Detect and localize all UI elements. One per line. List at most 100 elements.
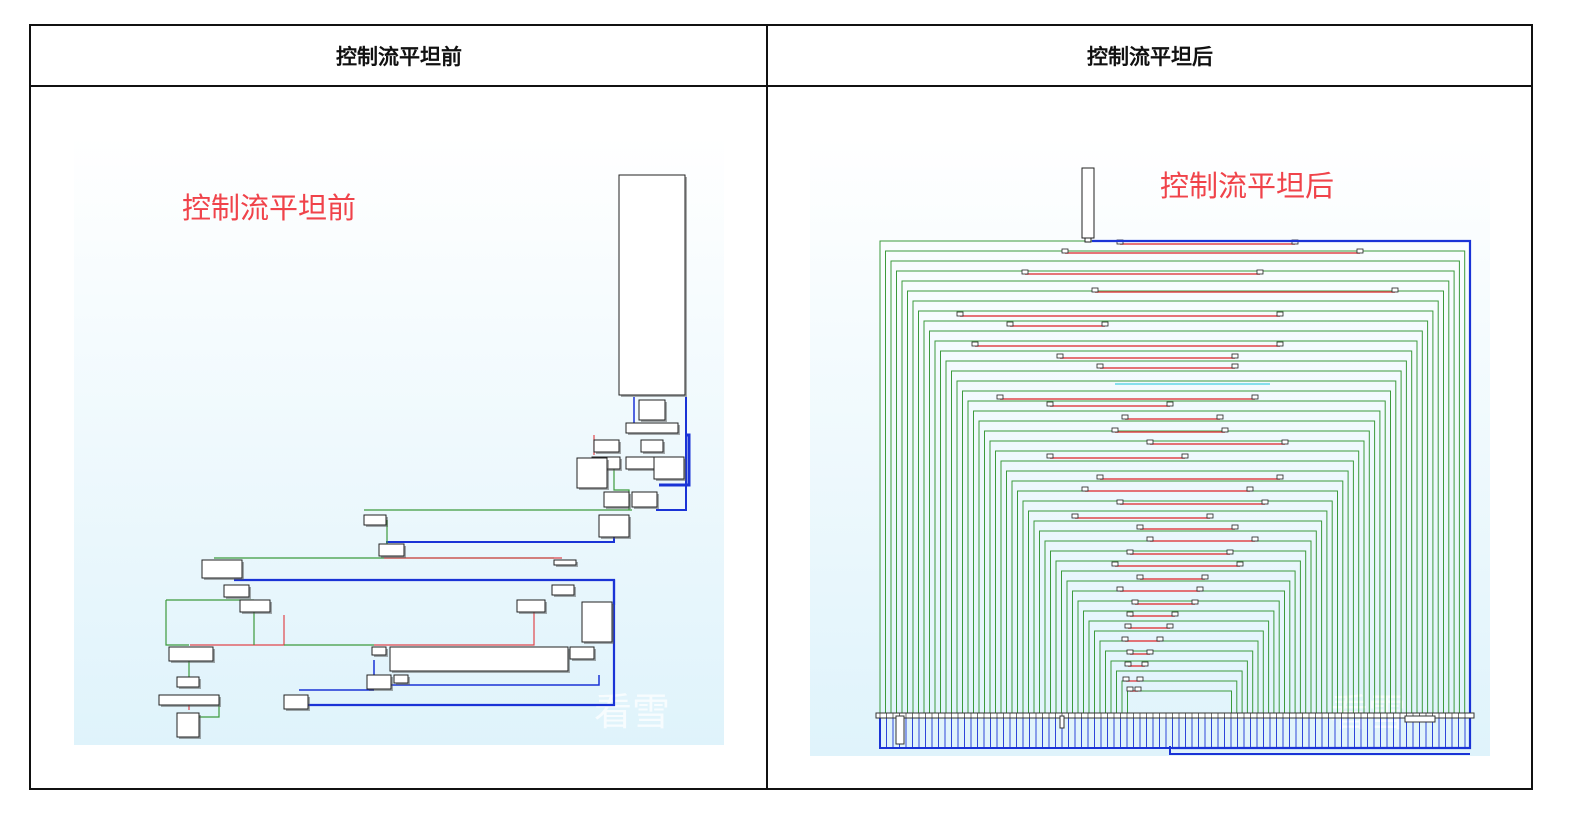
basic-block xyxy=(625,422,679,434)
basic-block xyxy=(1206,513,1214,519)
basic-block xyxy=(1281,439,1289,445)
basic-block xyxy=(1126,549,1134,555)
cfg-edge xyxy=(1050,550,1307,714)
cfg-edge xyxy=(967,400,1386,714)
basic-block xyxy=(1146,439,1154,445)
basic-block xyxy=(551,584,575,596)
basic-block xyxy=(1096,363,1104,369)
cfg-edge xyxy=(374,612,535,646)
after-graph xyxy=(875,167,1475,755)
basic-block xyxy=(1046,453,1054,459)
basic-block xyxy=(956,311,964,317)
basic-block xyxy=(625,456,655,470)
cfg-edge xyxy=(1116,670,1243,714)
cfg-after-image: 控制流平坦后 看雪 xyxy=(810,136,1490,756)
cfg-edge xyxy=(962,390,1391,714)
header-after: 控制流平坦后 xyxy=(767,26,1533,87)
basic-block xyxy=(223,584,250,598)
basic-block xyxy=(1136,574,1144,580)
cfg-edge xyxy=(890,260,1460,714)
cfg-edge xyxy=(1083,610,1275,714)
basic-block xyxy=(1111,427,1119,433)
basic-block xyxy=(1124,623,1132,629)
cfg-edge xyxy=(995,450,1360,714)
basic-block xyxy=(638,399,666,421)
basic-block xyxy=(176,676,200,688)
cfg-edge xyxy=(1099,640,1259,714)
cfg-before-image: 控制流平坦前 看雪 xyxy=(74,135,724,745)
basic-block xyxy=(1126,686,1134,692)
basic-block xyxy=(283,694,309,710)
cfg-edge xyxy=(1066,580,1291,714)
cfg-edge xyxy=(1000,460,1354,714)
basic-block xyxy=(1136,676,1144,682)
basic-block xyxy=(1251,394,1259,400)
basic-block xyxy=(1124,661,1132,667)
cfg-edge xyxy=(165,600,189,646)
basic-block xyxy=(158,694,220,706)
basic-block xyxy=(1156,636,1164,642)
basic-block xyxy=(1071,513,1079,519)
basic-block xyxy=(1046,401,1054,407)
basic-block xyxy=(1166,401,1174,407)
cfg-edge xyxy=(1077,600,1280,714)
cfg-edge xyxy=(1092,239,1472,750)
after-caption: 控制流平坦后 xyxy=(1160,169,1334,203)
entry-block xyxy=(1081,167,1095,239)
before-watermark: 看雪 xyxy=(594,690,670,734)
basic-block xyxy=(176,712,200,738)
basic-block xyxy=(1261,499,1269,505)
basic-block xyxy=(1391,287,1399,293)
basic-block xyxy=(618,174,686,396)
basic-block xyxy=(1146,536,1154,542)
cfg-edge xyxy=(978,420,1376,714)
basic-block xyxy=(576,457,608,489)
basic-block xyxy=(1226,549,1234,555)
basic-block xyxy=(1126,611,1134,617)
basic-block xyxy=(1116,586,1124,592)
cfg-edge xyxy=(1127,690,1232,714)
basic-block xyxy=(569,646,595,660)
dispatcher-row xyxy=(875,712,1475,719)
basic-block xyxy=(1236,561,1244,567)
cfg-edge xyxy=(1006,470,1349,714)
basic-block xyxy=(1246,486,1254,492)
cfg-edge xyxy=(885,250,1466,714)
cfg-edge xyxy=(389,675,600,686)
basic-block xyxy=(1276,341,1284,347)
cfg-edge xyxy=(1169,746,1470,755)
basic-block xyxy=(1091,287,1099,293)
cfg-edge xyxy=(1055,560,1301,714)
basic-block xyxy=(1231,363,1239,369)
cfg-edge xyxy=(984,430,1370,714)
basic-block xyxy=(201,559,243,579)
cfg-edge xyxy=(956,380,1397,714)
cfg-edge xyxy=(1011,480,1344,714)
basic-block xyxy=(1141,661,1149,667)
basic-block xyxy=(653,456,685,480)
basic-block xyxy=(1134,686,1142,692)
basic-block xyxy=(1201,574,1209,580)
basic-block xyxy=(581,601,613,643)
basic-block xyxy=(1146,649,1154,655)
cfg-edge xyxy=(1061,570,1296,714)
basic-block xyxy=(1006,321,1014,327)
basic-block xyxy=(1166,623,1174,629)
basic-block xyxy=(603,491,630,508)
column-divider xyxy=(766,26,768,788)
basic-block xyxy=(1056,353,1064,359)
cfg-edge xyxy=(1121,680,1238,714)
cfg-edge xyxy=(929,330,1423,714)
basic-block xyxy=(996,394,1004,400)
cfg-edge xyxy=(973,410,1381,714)
cfg-edge xyxy=(923,320,1429,714)
basic-block xyxy=(1116,499,1124,505)
panel-background xyxy=(810,136,1490,756)
cfg-edge xyxy=(989,440,1365,714)
before-caption: 控制流平坦前 xyxy=(182,191,356,225)
basic-block xyxy=(371,646,387,656)
basic-block xyxy=(1231,353,1239,359)
cfg-edge xyxy=(1088,620,1270,714)
basic-block xyxy=(1251,536,1259,542)
cfg-edge xyxy=(945,360,1407,714)
